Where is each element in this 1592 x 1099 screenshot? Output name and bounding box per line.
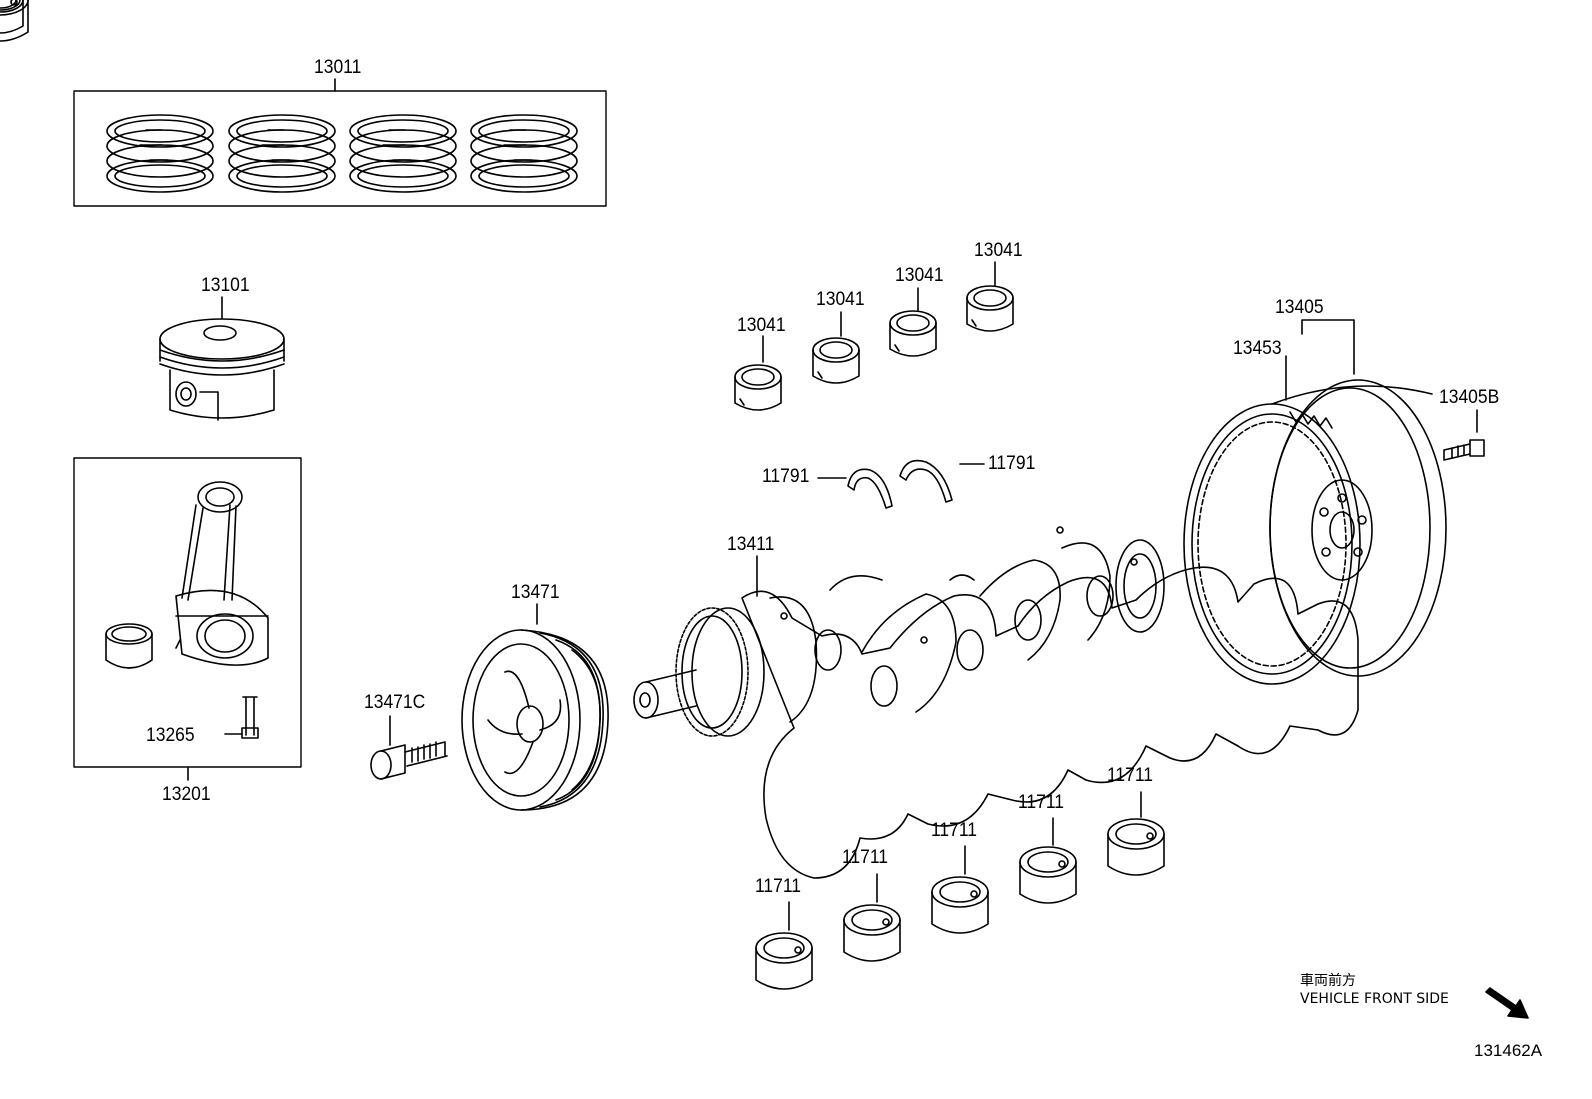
- part-number-11711-3: 11711: [931, 820, 978, 841]
- part-number-13101: 13101: [201, 275, 250, 296]
- part-number-13411: 13411: [727, 534, 775, 555]
- piston-ring-set-illustration: [73, 78, 607, 207]
- part-number-11711-2: 11711: [842, 847, 889, 868]
- part-number-11791-right: 11791: [988, 453, 1036, 474]
- part-number-13405b: 13405B: [1439, 387, 1500, 408]
- part-number-13041-2: 13041: [816, 289, 865, 310]
- part-number-11711-4: 11711: [1018, 792, 1065, 813]
- part-number-13471c: 13471C: [364, 692, 426, 713]
- vehicle-front-arrow-icon: [1485, 987, 1529, 1019]
- flywheel-illustration: [1183, 319, 1447, 685]
- part-number-13041-1: 13041: [737, 315, 786, 336]
- vehicle-front-label-en: VEHICLE FRONT SIDE: [1300, 991, 1449, 1007]
- part-number-11791-left: 11791: [762, 466, 810, 487]
- illustration-code: 131462A: [1474, 1041, 1543, 1060]
- part-number-11711-5: 11711: [1107, 765, 1154, 786]
- rod-bearings-illustration: [0, 0, 1014, 411]
- part-number-13041-3: 13041: [895, 265, 944, 286]
- part-number-13471: 13471: [511, 582, 560, 603]
- thrust-washers-illustration: [817, 459, 985, 509]
- piston-illustration: [159, 296, 285, 421]
- connecting-rod-illustration: [73, 457, 302, 781]
- flywheel-bolt-illustration: [1443, 409, 1485, 461]
- main-bearings-illustration: [0, 0, 1165, 990]
- crankshaft-pulley-illustration: [461, 603, 609, 811]
- part-number-13011: 13011: [314, 57, 362, 78]
- vehicle-front-label-jp: 車両前方: [1300, 973, 1356, 989]
- pulley-bolt-illustration: [370, 715, 448, 780]
- part-number-13201: 13201: [162, 784, 211, 805]
- part-number-13453: 13453: [1233, 338, 1282, 359]
- part-number-13405: 13405: [1275, 297, 1324, 318]
- part-number-11711-1: 11711: [755, 876, 802, 897]
- part-number-13265: 13265: [146, 725, 195, 746]
- part-number-13041-4: 13041: [974, 240, 1023, 261]
- crankshaft-illustration: [633, 526, 1359, 879]
